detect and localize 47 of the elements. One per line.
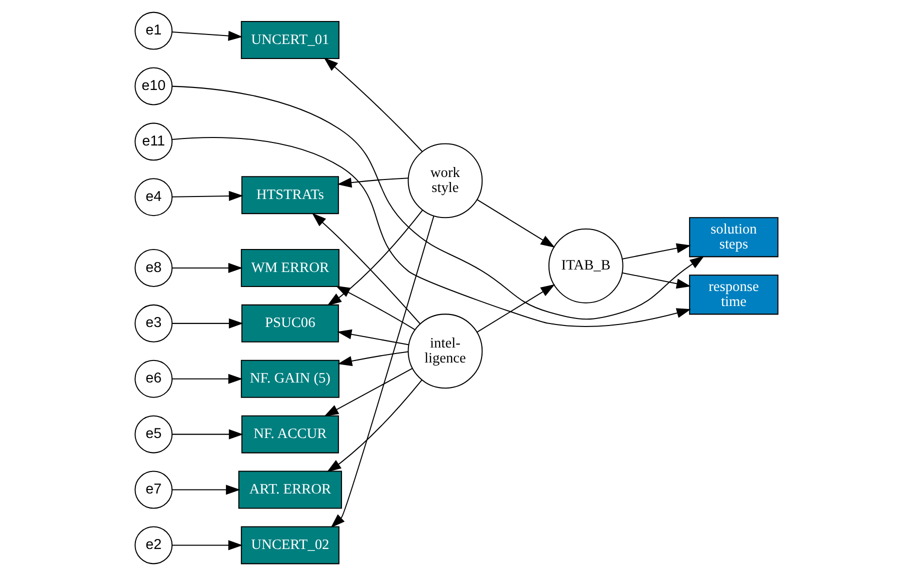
node-circle: e1 — [134, 12, 173, 50]
node-circle: work style — [408, 143, 483, 218]
node-circle: intel- ligence — [408, 314, 483, 389]
node-circle: ITAB_B — [548, 228, 624, 304]
arrow — [622, 243, 691, 260]
arrow — [326, 380, 422, 472]
node-box: WM ERROR — [240, 248, 340, 287]
node-circle: e6 — [134, 360, 173, 398]
node-circle: e2 — [134, 526, 173, 564]
arrow — [172, 190, 244, 202]
node-circle: e10 — [134, 67, 173, 106]
node-box: solution steps — [689, 217, 778, 258]
node-circle: e4 — [134, 178, 173, 216]
arrow — [337, 329, 409, 346]
arrow — [337, 178, 408, 188]
arrow — [172, 318, 244, 328]
node-circle: e3 — [134, 304, 173, 342]
arrow — [312, 212, 420, 324]
arrow — [172, 137, 692, 327]
arrow — [172, 86, 704, 320]
arrow — [330, 216, 434, 528]
arrow — [172, 30, 243, 41]
arrow — [338, 351, 408, 366]
node-box: HTSTRATs — [241, 176, 339, 214]
node-circle: e7 — [134, 470, 173, 509]
arrow — [172, 484, 240, 495]
node-circle: e5 — [134, 415, 173, 454]
arrow — [622, 272, 691, 289]
node-circle: e11 — [134, 122, 173, 161]
node-box: response time — [689, 274, 778, 315]
arrow — [324, 58, 423, 152]
arrow — [476, 199, 556, 248]
node-box: NF. ACCUR — [241, 415, 339, 454]
arrow — [172, 262, 243, 274]
arrow — [324, 368, 413, 416]
node-box: UNCERT_01 — [240, 21, 340, 60]
arrow — [172, 374, 243, 384]
arrow — [172, 540, 243, 550]
node-box: ART. ERROR — [238, 470, 342, 509]
arrow — [172, 429, 244, 440]
arrow — [327, 210, 423, 306]
arrow — [476, 284, 556, 333]
node-box: PSUC06 — [241, 304, 339, 342]
arrow — [336, 286, 415, 330]
node-box: UNCERT_02 — [240, 526, 340, 564]
node-box: NF. GAIN (5) — [240, 360, 340, 398]
node-circle: e8 — [134, 248, 173, 287]
